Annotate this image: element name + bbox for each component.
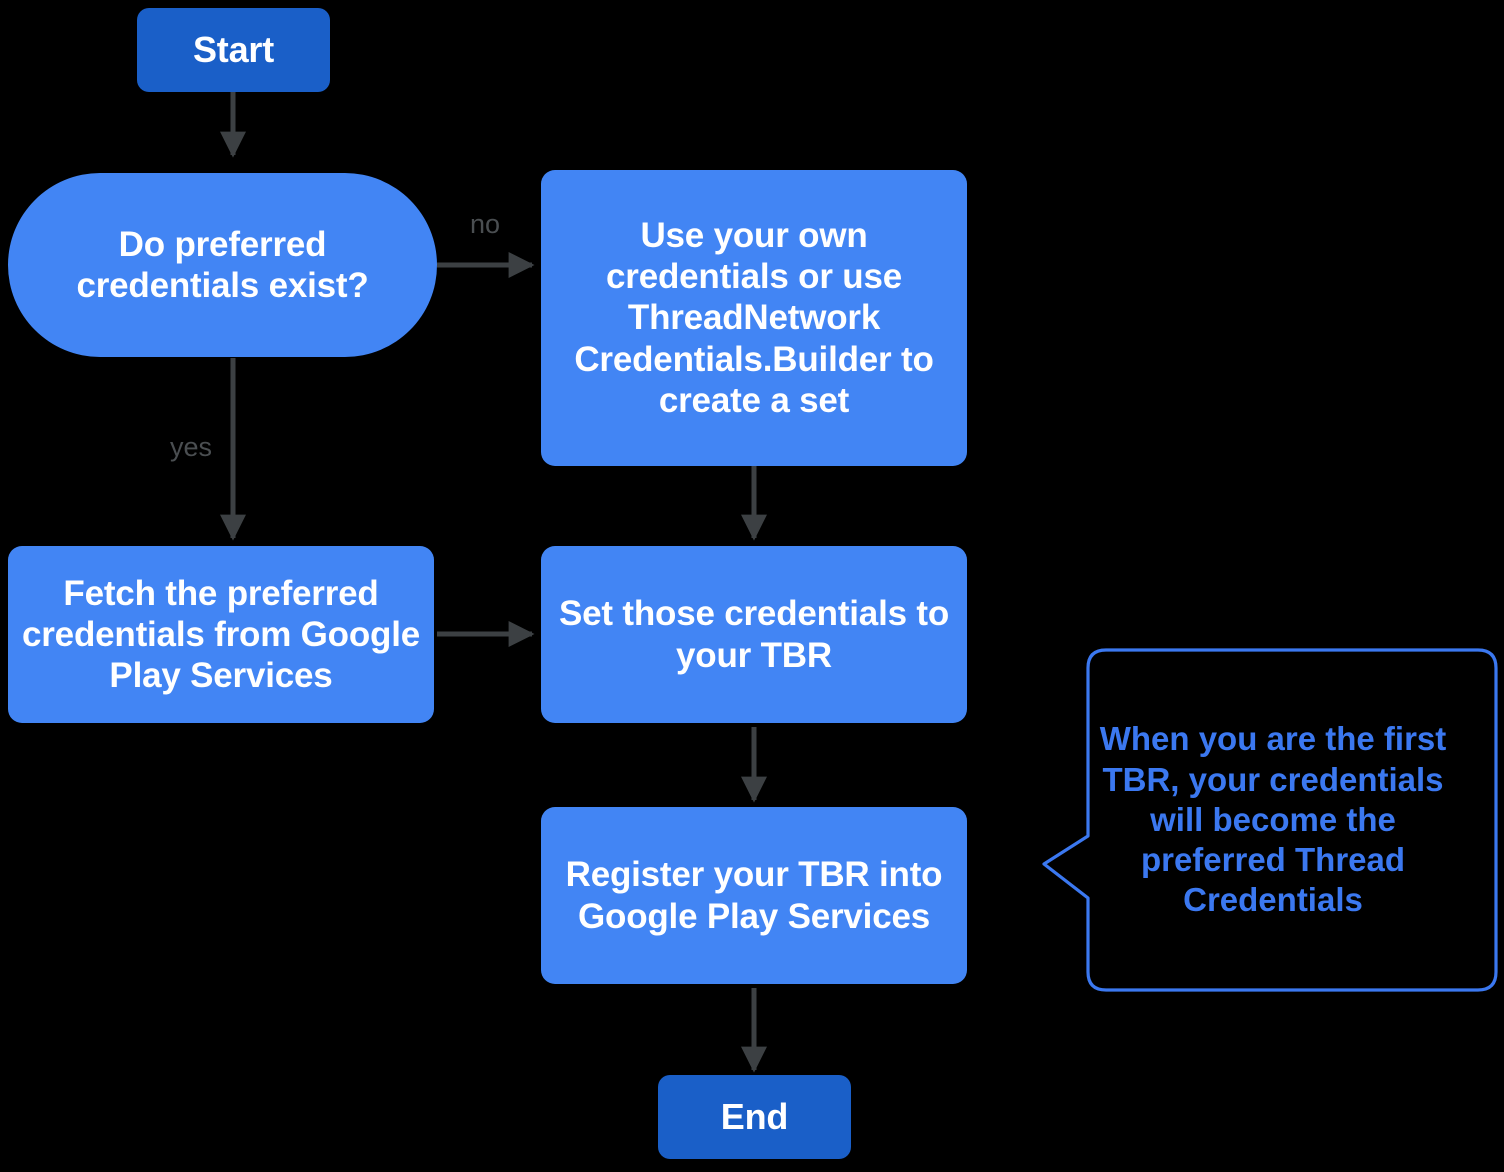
node-decision-label: Do preferred credentials exist? [76, 224, 369, 305]
callout-preferred-thread-credentials: When you are the first TBR, your credent… [1040, 648, 1498, 992]
node-set-credentials[interactable]: Set those credentials to your TBR [541, 546, 967, 723]
node-register-tbr-label: Register your TBR into Google Play Servi… [565, 855, 943, 936]
node-fetch-preferred-credentials[interactable]: Fetch the preferred credentials from Goo… [8, 546, 434, 723]
node-end-label: End [720, 1095, 789, 1137]
callout-bubble-shape [1040, 648, 1498, 992]
node-start-label: Start [192, 28, 275, 70]
node-fetch-preferred-credentials-label: Fetch the preferred credentials from Goo… [22, 573, 420, 696]
node-start[interactable]: Start [137, 8, 330, 92]
node-use-own-credentials[interactable]: Use your own credentials or use ThreadNe… [541, 170, 967, 466]
node-end[interactable]: End [658, 1075, 851, 1159]
node-use-own-credentials-label: Use your own credentials or use ThreadNe… [574, 215, 934, 420]
node-register-tbr[interactable]: Register your TBR into Google Play Servi… [541, 807, 967, 984]
node-decision-preferred-credentials[interactable]: Do preferred credentials exist? [8, 173, 437, 357]
node-set-credentials-label: Set those credentials to your TBR [558, 594, 950, 675]
callout-text: When you are the first TBR, your credent… [1099, 720, 1447, 919]
edge-label-yes: yes [170, 432, 213, 462]
edge-label-no: no [470, 209, 501, 239]
